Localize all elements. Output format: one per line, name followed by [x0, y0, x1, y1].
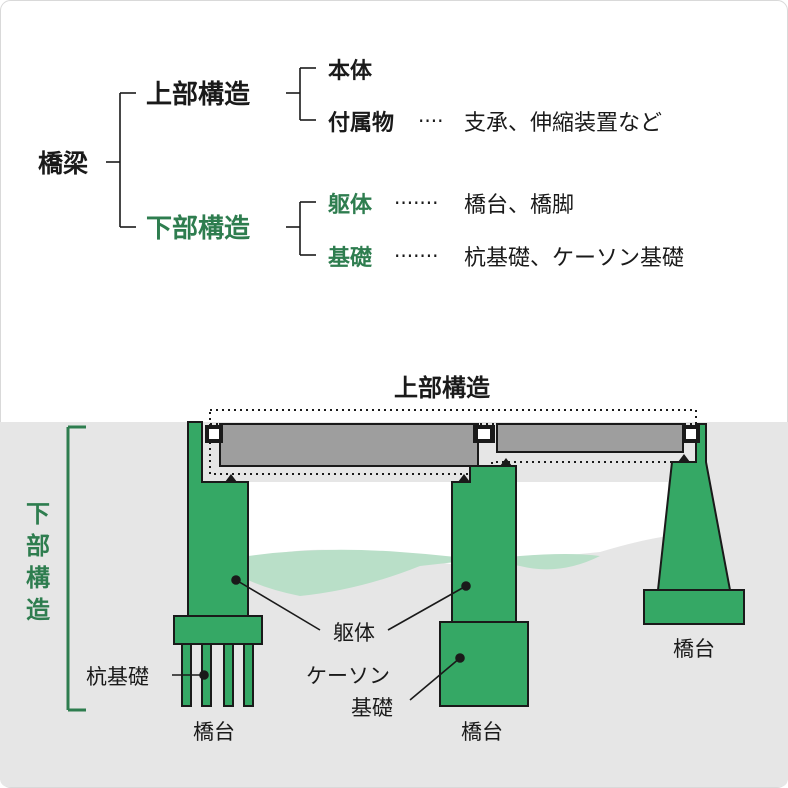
tree-lower-item-foundation: 基礎 [328, 245, 373, 271]
callout-caisson-label-line1: ケーソン [306, 664, 390, 688]
tree-lower-item-foundation-desc: 杭基礎、ケーソン基礎 [464, 246, 684, 271]
lower-structure-bracket [66, 425, 86, 712]
abutment-middle-label: 橋台 [461, 720, 503, 744]
callout-caisson-label-line2: 基礎 [351, 696, 393, 720]
tree-lower-item-foundation-leader: ······· [394, 244, 439, 268]
figure-upper-structure-label: 上部構造 [394, 374, 490, 402]
left-abutment-footing [173, 615, 263, 645]
middle-pier-body [451, 465, 517, 623]
right-abutment-footing [643, 589, 745, 625]
tree-lower-bracket [286, 201, 316, 256]
tree-root-bracket [106, 92, 136, 228]
abutment-right-label: 橋台 [673, 637, 715, 661]
tree-root-label: 橋梁 [38, 149, 88, 178]
lower-label-char-4: 造 [26, 596, 50, 624]
tree-upper-item-accessory-desc: 支承、伸縮装置など [464, 111, 662, 136]
valley-gap-right [516, 482, 668, 560]
tree-upper-label: 上部構造 [146, 80, 250, 110]
tree-upper-item-accessory-leader: ···· [418, 109, 443, 133]
caisson-foundation [439, 621, 529, 707]
tree-lower-label: 下部構造 [146, 214, 250, 244]
tree-upper-item-accessory: 付属物 [328, 110, 394, 136]
abutment-left-label: 橋台 [193, 720, 235, 744]
tree-upper-item-main: 本体 [328, 59, 373, 84]
upper-structure-outline-top [209, 409, 697, 425]
tree-lower-item-body-leader: ······· [394, 191, 439, 215]
deck-left [219, 423, 479, 467]
tree-upper-bracket [286, 67, 316, 121]
callout-pile-label: 杭基礎 [86, 665, 149, 689]
lower-label-char-2: 部 [26, 532, 50, 560]
tree-lower-item-body: 躯体 [327, 192, 373, 218]
callout-body-label: 躯体 [333, 621, 375, 645]
valley-gap-left [248, 482, 462, 566]
tree-lower-item-body-desc: 橋台、橋脚 [464, 193, 574, 218]
callout-leaders [172, 575, 471, 701]
lower-label-char-1: 下 [26, 500, 50, 528]
lower-label-char-3: 構 [26, 564, 50, 592]
figure-lower-structure-label: 下 部 構 造 [26, 500, 50, 624]
deck-right [496, 423, 684, 453]
bearings [205, 425, 700, 482]
